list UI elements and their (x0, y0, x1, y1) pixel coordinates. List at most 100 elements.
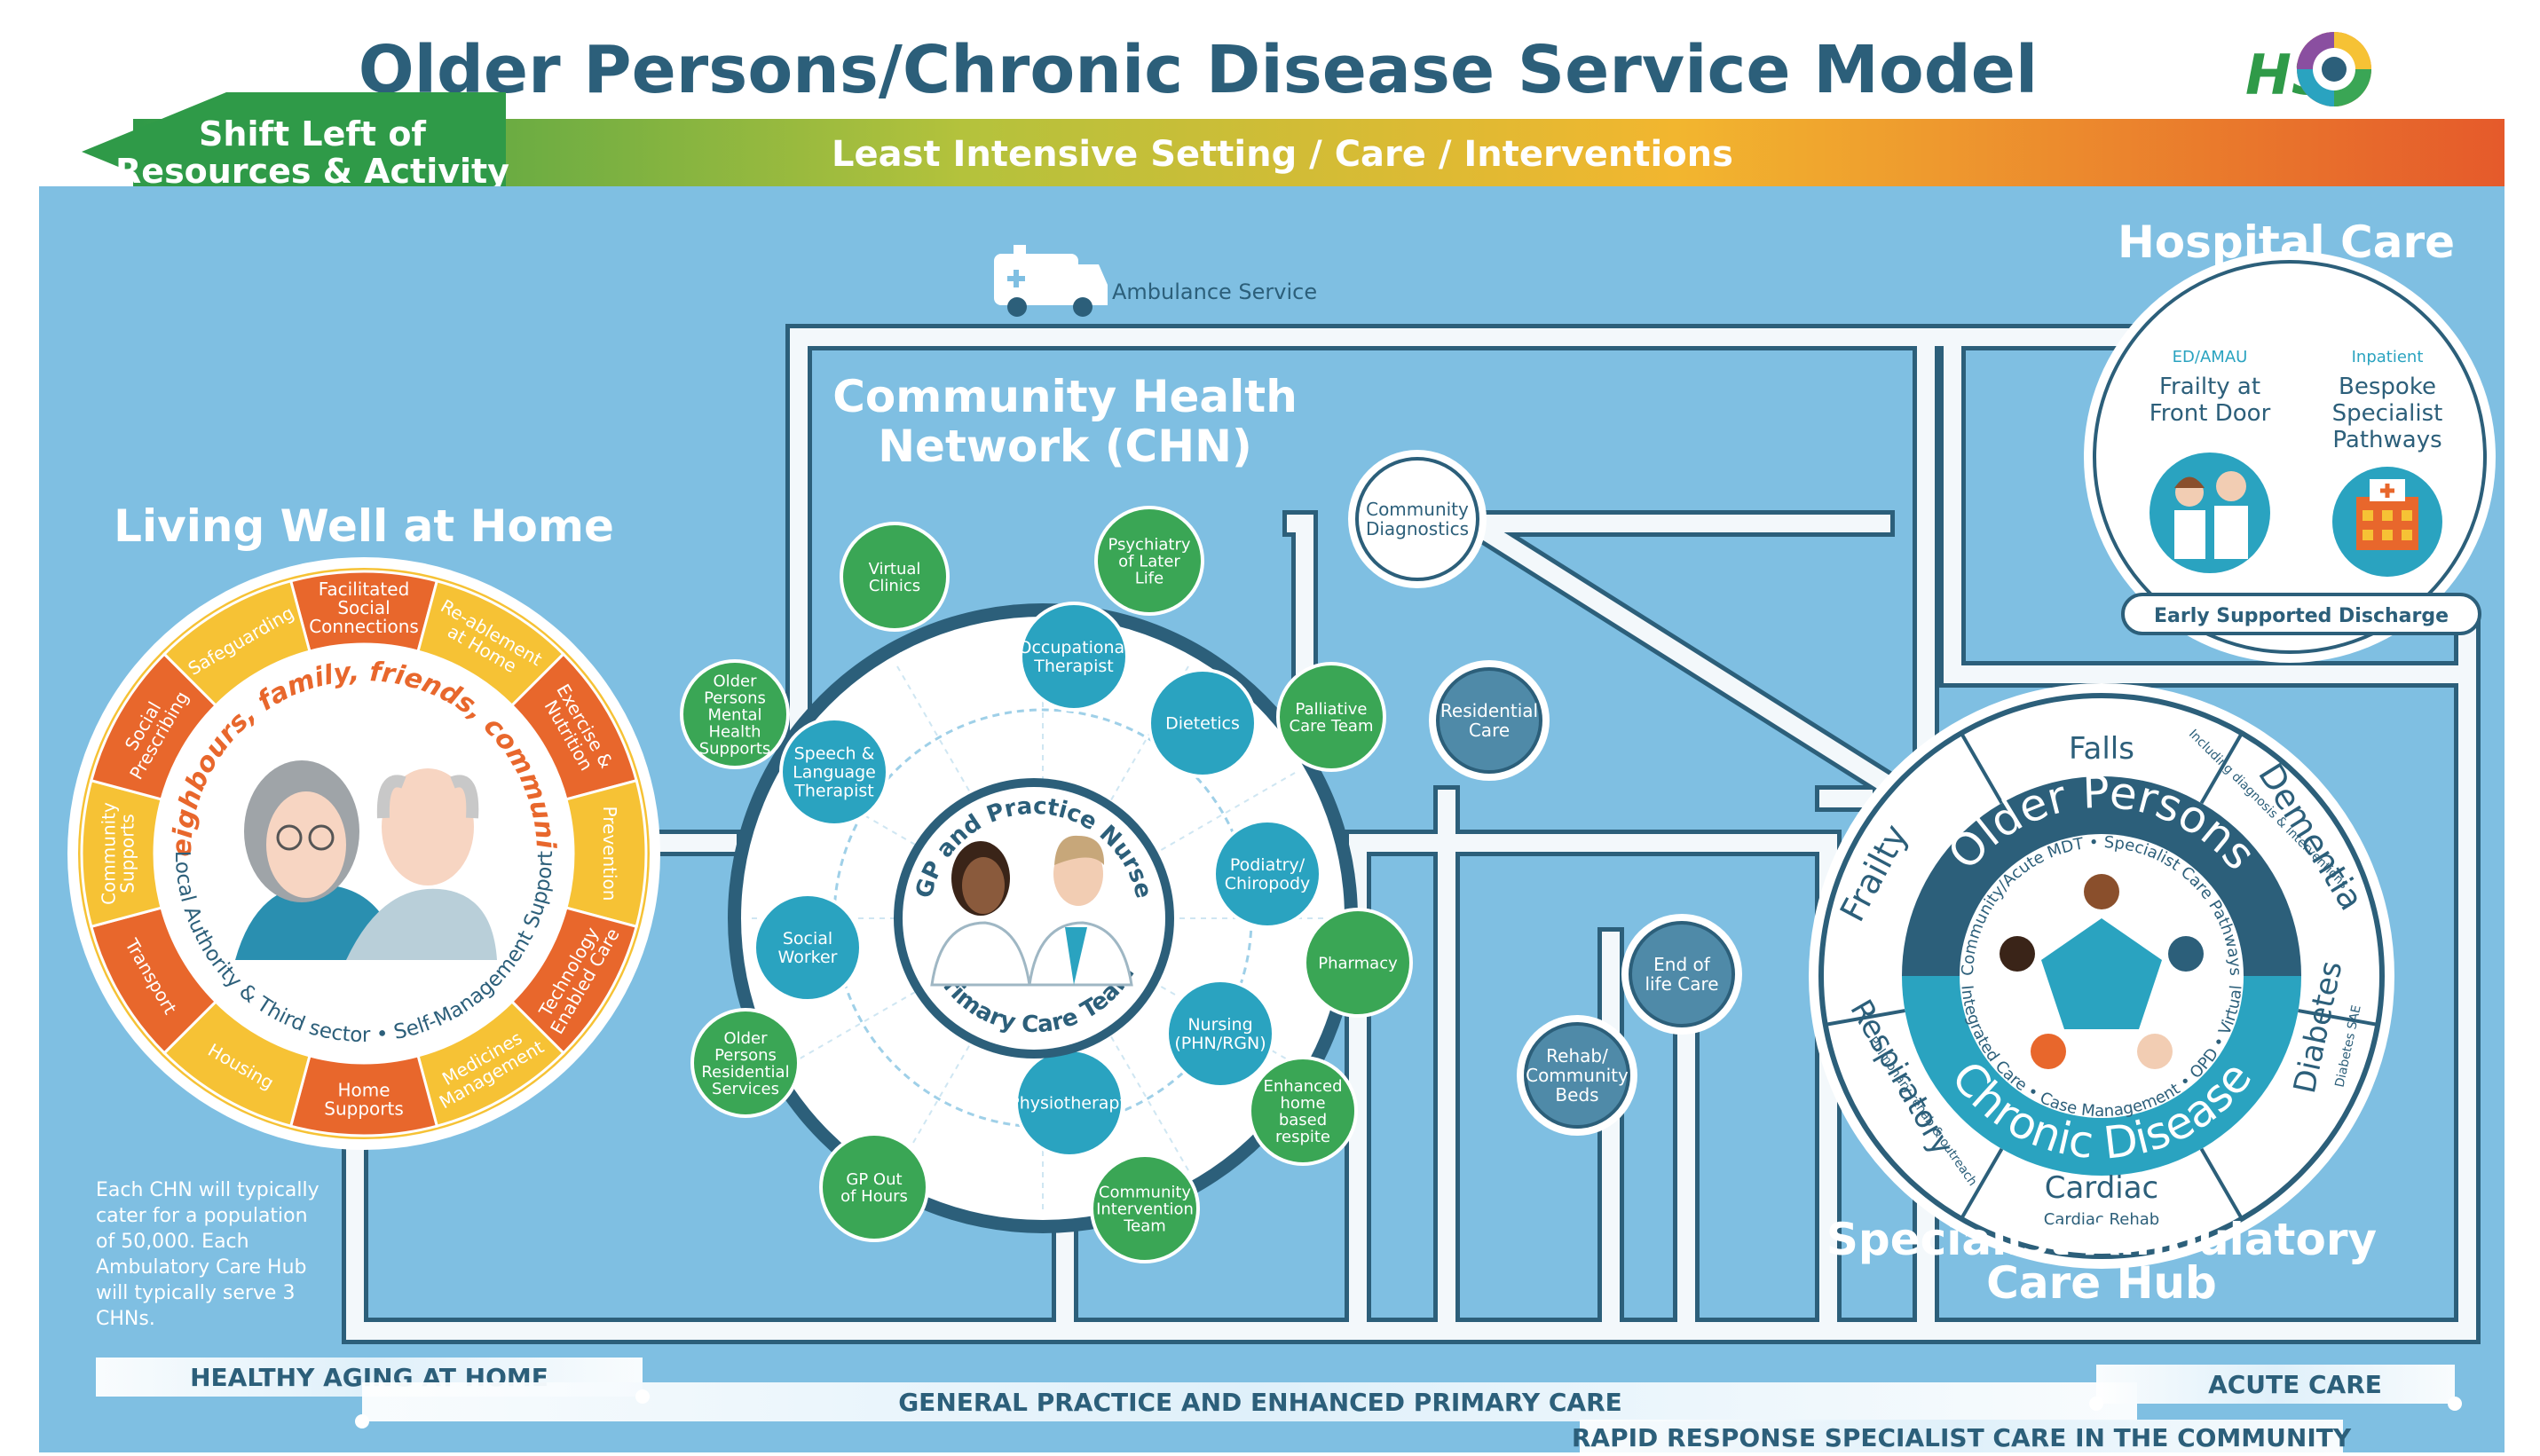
chn-spoke-12 (1142, 771, 1298, 862)
chn-inner-service-3-line-1: Podiatry/ (1230, 855, 1305, 875)
chn-outer-service-7-line-4: Services (712, 1080, 779, 1098)
chn-spoke-9 (895, 664, 986, 819)
page-title: Older Persons/Chronic Disease Service Mo… (359, 32, 2039, 108)
living-well-segment-10-line-2: Supports (117, 814, 138, 893)
end-of-life-care-node-line-2: life Care (1645, 973, 1718, 995)
chn-inner-service-6-line-2: Worker (778, 948, 838, 967)
older-couple-icon (235, 760, 497, 960)
community-diagnostics-node-line-1: Community (1366, 499, 1469, 520)
chn-outer-service-3: Pharmacy (1303, 908, 1413, 1018)
chn-inner-service-3: Podiatry/Chiropody (1212, 819, 1322, 929)
rehab-community-beds-node-line-2: Community (1526, 1065, 1629, 1086)
road-surface-9 (1461, 511, 1894, 793)
mdt-team-icon (2000, 874, 2204, 1069)
chn-inner-service-7-line-2: Language (793, 763, 876, 783)
community-diagnostics-node-line-2: Diagnostics (1366, 518, 1469, 539)
hospital-col2-small: Inpatient (2352, 348, 2424, 366)
rehab-community-beds-node-line-3: Beds (1555, 1084, 1598, 1106)
chn-outer-service-4-line-4: respite (1275, 1128, 1330, 1146)
ambulance-icon (994, 245, 1108, 317)
chn-outer-service-5-line-3: Team (1123, 1216, 1166, 1235)
note-line-6: CHNs. (96, 1308, 155, 1330)
early-discharge-pill (2121, 593, 2481, 635)
living-well-segment-1-line-2: Social (337, 597, 390, 618)
living-well-title: Living Well at Home (114, 500, 614, 552)
chn-outer-service-3-line-1: Pharmacy (1318, 954, 1398, 972)
chn-inner-service-4-line-2: (PHN/RGN) (1174, 1034, 1266, 1053)
chn-inner-service-5-line-1: Physiotherapy (1009, 1094, 1130, 1114)
chn-outer-service-8-line-5: Supports (699, 739, 771, 758)
chn-outer-service-8-line-2: Persons (704, 689, 766, 707)
hospital-col2-line-2: Specialist (2332, 400, 2443, 427)
chn-outer-service-2-line-2: Care Team (1290, 717, 1374, 736)
chn-inner-service-2-line-1: Dietetics (1165, 714, 1240, 734)
end-of-life-care-node-line-1: End of (1653, 954, 1711, 975)
hospital-col2-line-3: Pathways (2332, 427, 2441, 453)
note-line-4: Ambulatory Care Hub (96, 1256, 307, 1279)
chn-outer-service-5-line-2: Intervention (1096, 1200, 1194, 1218)
hub-divider-2 (2199, 732, 2244, 805)
chn-inner-service-5: Physiotherapy (1009, 1048, 1130, 1158)
living-well-segment-4-line-1: Prevention (599, 807, 620, 901)
chn-outer-service-4-line-2: home (1280, 1094, 1325, 1113)
living-well-segment-7-line-1: Home (337, 1080, 390, 1101)
chn-outer-service-5-line-1: Community (1099, 1183, 1192, 1201)
chn-spoke-3 (1100, 1018, 1190, 1173)
rapid-response-label: RAPID RESPONSE SPECIALIST CARE IN THE CO… (1572, 1423, 2352, 1452)
hub-cardiac: Cardiac (2045, 1170, 2159, 1206)
chn-outer-service-1-line-3: Life (1135, 569, 1164, 587)
road-surface-6 (1349, 834, 1837, 1340)
living-well-segment-1-line-3: Connections (309, 616, 419, 637)
chn-inner-service-1-line-2: Therapist (1033, 657, 1113, 676)
hub-divider-5 (1960, 1147, 2004, 1220)
chn-outer-service-8-line-1: Older (713, 672, 757, 690)
chn-inner-service-2: Dietetics (1148, 668, 1258, 778)
chn-outer-service-7-line-2: Persons (714, 1046, 777, 1065)
chn-spoke-11 (1100, 664, 1190, 819)
hse-logo: HSE (2245, 32, 2371, 107)
chn-spoke-5 (895, 1018, 986, 1173)
rapid-response-bar (1580, 1420, 2343, 1452)
chn-outer-service-7-line-1: Older (723, 1029, 768, 1048)
shift-left-arrow (82, 92, 506, 211)
living-well-segment-label-4: Prevention (599, 807, 620, 901)
hospital-col2-line-1: Bespoke (2339, 374, 2436, 400)
acute-care-bar (2096, 1365, 2455, 1404)
chn-wheel: OccupationalTherapistDieteticsPodiatry/C… (680, 506, 1413, 1263)
chn-inner-service-3-line-2: Chiropody (1225, 874, 1311, 893)
banner: Shift Left of Resources & Activity Least… (82, 92, 2505, 211)
ambulance-label: Ambulance Service (1112, 279, 1317, 304)
hub-divider-1 (1960, 732, 2004, 805)
chn-core (903, 787, 1165, 1050)
rehab-community-beds-node-line-1: Rehab/ (1546, 1045, 1608, 1066)
general-practice-bar (362, 1382, 2137, 1421)
shift-left-line-1: Shift Left of (199, 114, 426, 153)
chn-title-line-1: Community Health (832, 371, 1298, 422)
note-line-2: cater for a population (96, 1205, 308, 1227)
hub-divider-6 (1825, 1009, 1905, 1027)
chn-inner-service-4-line-1: Nursing (1187, 1015, 1252, 1035)
least-intensive-label: Least Intensive Setting / Care / Interve… (832, 134, 1733, 175)
general-practice-label: GENERAL PRACTICE AND ENHANCED PRIMARY CA… (898, 1388, 1622, 1417)
chn-inner-service-6-line-1: Social (783, 929, 832, 948)
residential-care-node-line-1: Residential (1440, 700, 1538, 721)
hub-divider-4 (2199, 1147, 2244, 1220)
road-surface-4 (1944, 346, 2458, 683)
